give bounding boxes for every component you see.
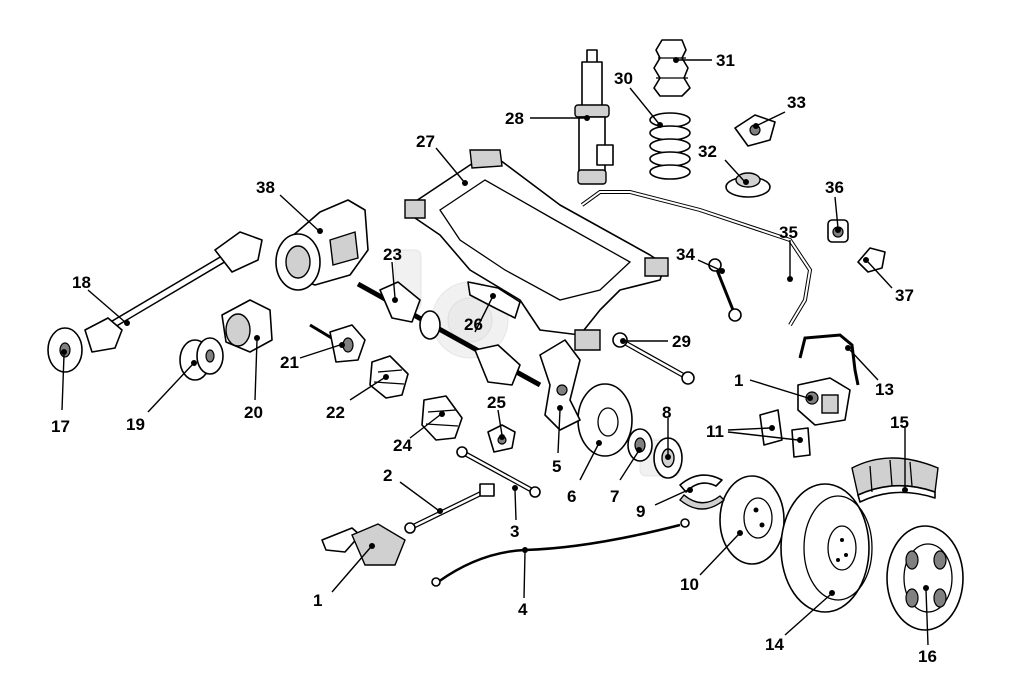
caliper-bracket [321,523,406,566]
callout-7: 7 [610,487,619,506]
handbrake-cable [431,518,690,587]
callout-32: 32 [698,142,717,161]
lateral-link [456,446,541,498]
callout-6: 6 [567,487,576,506]
callout-37: 37 [895,286,914,305]
drive-shaft [356,281,542,388]
upper-arm [467,281,521,319]
callout-26: 26 [464,315,483,334]
stabilizer-bar [580,190,813,327]
callout-1-right: 1 [734,371,743,390]
callout-36: 36 [825,178,844,197]
callout-20: 20 [244,403,263,422]
callout-8: 8 [662,403,671,422]
callout-35: 35 [779,223,798,242]
propeller-shaft [84,231,263,353]
coil-spring [649,112,691,180]
flex-coupling [179,337,224,381]
callout-2: 2 [383,466,392,485]
callout-19: 19 [126,415,145,434]
callout-3: 3 [510,522,519,541]
brake-caliper [797,377,851,426]
callout-17: 17 [51,417,70,436]
callout-9: 9 [636,502,645,521]
spring-seat [725,172,771,198]
stabilizer-link [708,258,742,322]
callout-1-left: 1 [313,591,322,610]
bump-stop [653,39,691,97]
callout-23: 23 [383,245,402,264]
callout-4: 4 [518,600,528,619]
tie-rod [612,332,695,385]
brake-shoes [679,474,726,510]
callout-28: 28 [505,109,524,128]
callout-30: 30 [614,69,633,88]
callout-10: 10 [680,575,699,594]
callout-33: 33 [787,93,806,112]
cv-boot-outer [421,395,463,441]
callout-31: 31 [716,51,735,70]
callout-15: 15 [890,413,909,432]
callout-14: 14 [765,635,784,654]
callout-11: 11 [706,422,724,441]
callout-labels: 31 30 28 33 32 27 36 35 34 37 29 38 23 2… [51,51,937,666]
cv-joint [309,323,366,363]
tyre-section [851,457,939,503]
brake-hose [798,333,860,386]
callout-29: 29 [672,332,691,351]
differential [275,199,369,291]
callout-38: 38 [256,178,275,197]
callout-13: 13 [875,380,894,399]
backing-plate [577,383,633,457]
top-mount [734,114,776,147]
callout-25: 25 [487,393,506,412]
brake-pads [759,409,811,458]
wheel-bearing [627,428,653,462]
shock-absorber [574,49,614,185]
leader-lines [61,57,929,646]
rubber-mount [221,299,273,353]
callout-22: 22 [326,403,345,422]
rear-subframe [404,149,669,351]
callout-27: 27 [416,132,435,151]
callout-21: 21 [280,353,299,372]
wheel-rim [780,483,873,613]
callout-5: 5 [552,457,561,476]
callout-24: 24 [393,436,412,455]
callout-16: 16 [918,647,937,666]
stabilizer-clamp [857,247,886,273]
callout-34: 34 [676,245,695,264]
steering-knuckle [539,339,581,431]
callout-18: 18 [72,273,91,292]
hub-cap [886,525,964,631]
brake-disc [719,475,785,565]
trailing-link [404,483,495,534]
